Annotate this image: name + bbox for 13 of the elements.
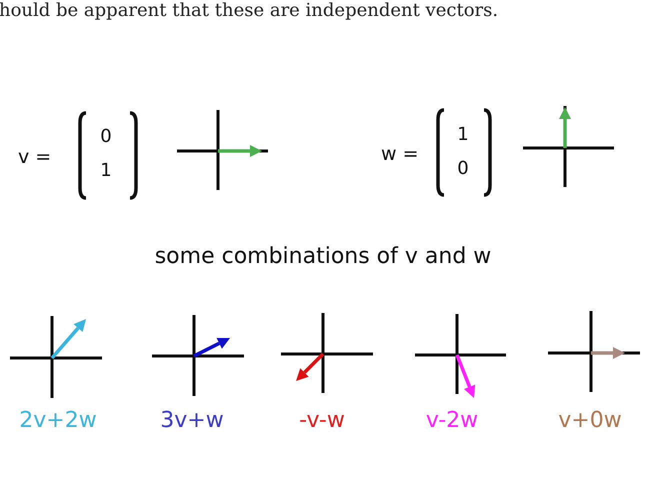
equation-label: w =	[381, 145, 418, 164]
equation-label: v =	[18, 148, 52, 167]
section-heading: some combinations of v and w	[154, 246, 492, 268]
vector-label: v-2w	[426, 410, 478, 432]
vector-label: 3v+w	[160, 410, 224, 432]
vector-label: v+0w	[558, 410, 622, 432]
vector-component: 0	[100, 128, 112, 146]
vector-label: 2v+2w	[19, 410, 97, 432]
vector-component: 1	[100, 162, 112, 180]
vector-component: 1	[457, 126, 469, 144]
body-text: hould be apparent that these are independent vectors.	[0, 2, 498, 20]
vector-label: -v-w	[299, 410, 345, 432]
vector-component: 0	[457, 160, 469, 178]
